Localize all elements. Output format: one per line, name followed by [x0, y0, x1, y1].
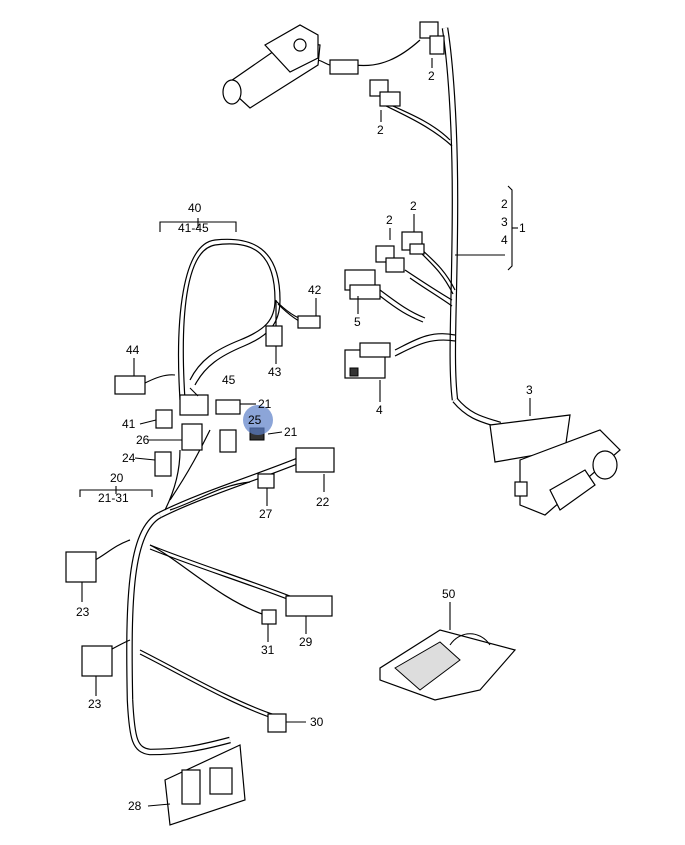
connectors-2-middle — [375, 231, 425, 273]
leader-lines — [81, 58, 531, 807]
label-40: 40 — [188, 201, 202, 215]
connector-26 — [181, 423, 203, 451]
connector-43 — [265, 325, 283, 347]
label-42: 42 — [308, 283, 322, 297]
connector-31 — [261, 609, 277, 625]
connector-2-top — [369, 21, 445, 107]
seat-control-unit-3 — [489, 414, 621, 516]
cover-50 — [379, 629, 517, 701]
label-24: 24 — [122, 451, 136, 465]
connector-23-bottom — [81, 645, 113, 677]
label-20: 20 — [110, 471, 124, 485]
label-41: 41 — [122, 417, 136, 431]
label-3: 3 — [526, 383, 533, 397]
label-44: 44 — [126, 343, 140, 357]
label-2-top: 2 — [428, 69, 435, 83]
label-21-31: 21-31 — [98, 491, 129, 505]
bracket-28 — [164, 744, 246, 826]
harness-1 — [354, 27, 505, 429]
connector-21-top — [215, 399, 241, 415]
connector-41 — [155, 409, 173, 429]
label-45: 45 — [222, 373, 236, 387]
seat-motor — [222, 24, 359, 109]
label-2-mid-left: 2 — [386, 213, 393, 227]
label-50: 50 — [442, 587, 456, 601]
label-25[interactable]: 25 — [248, 413, 262, 427]
label-21-top: 21 — [258, 397, 272, 411]
label-2-second: 2 — [377, 123, 384, 137]
label-43: 43 — [268, 365, 282, 379]
connector-42 — [297, 315, 321, 329]
label-2-mid-right: 2 — [410, 199, 417, 213]
label-28: 28 — [128, 799, 142, 813]
label-4-group: 4 — [501, 233, 508, 247]
highlight-marker[interactable] — [243, 405, 273, 435]
connector-22 — [295, 447, 335, 473]
label-1: 1 — [519, 221, 526, 235]
connector-30 — [267, 713, 287, 733]
connector-44 — [114, 375, 146, 395]
connector-27 — [257, 473, 275, 489]
label-21-bottom: 21 — [284, 425, 298, 439]
label-5: 5 — [354, 315, 361, 329]
connector-24 — [154, 451, 172, 477]
connector-23-top — [65, 551, 97, 583]
label-2-group: 2 — [501, 197, 508, 211]
label-29: 29 — [299, 635, 313, 649]
label-3-group: 3 — [501, 215, 508, 229]
label-26: 26 — [136, 433, 150, 447]
connector-5 — [344, 269, 381, 300]
label-27: 27 — [259, 507, 273, 521]
label-4: 4 — [376, 403, 383, 417]
label-23-top: 23 — [76, 605, 90, 619]
bracket-26 — [219, 429, 237, 453]
harness-40 — [159, 218, 309, 401]
label-31: 31 — [261, 643, 275, 657]
label-23-bottom: 23 — [88, 697, 102, 711]
connector-4 — [344, 342, 391, 379]
connector-29 — [285, 595, 333, 617]
label-22: 22 — [316, 495, 330, 509]
label-30: 30 — [310, 715, 324, 729]
callout-labels: 2 2 2 2 2 3 4 1 5 4 3 40 41-45 42 43 44 … — [76, 69, 533, 813]
label-41-45: 41-45 — [178, 221, 209, 235]
harness-20 — [79, 429, 302, 756]
connector-45 — [179, 394, 209, 416]
